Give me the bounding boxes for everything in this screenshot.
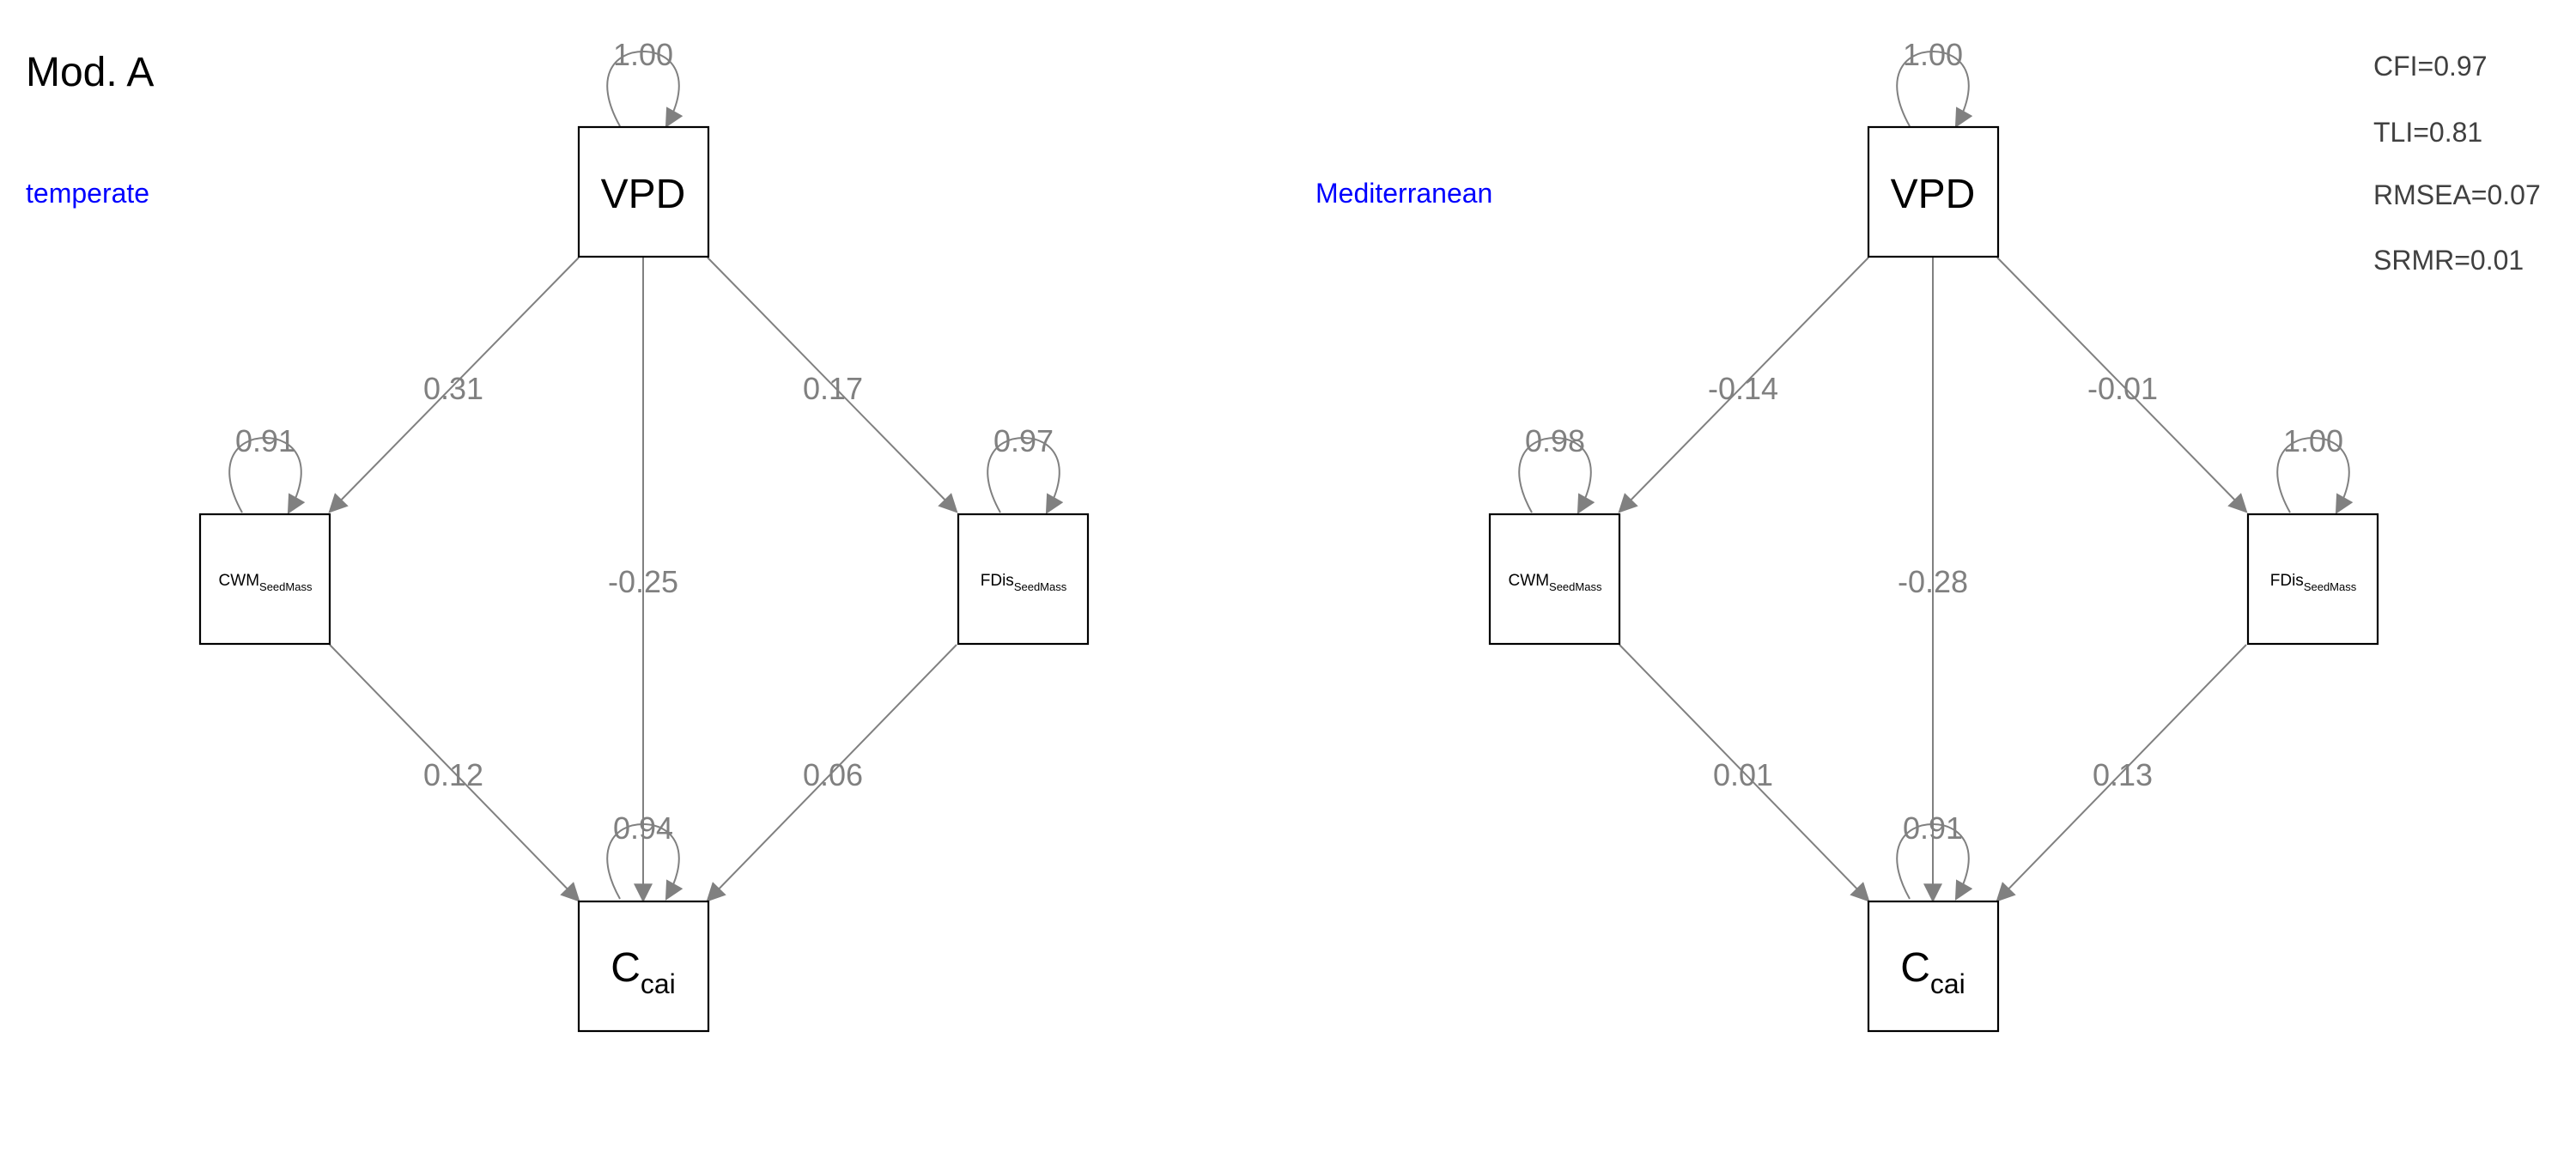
variance-loop-fdis bbox=[987, 436, 1064, 514]
path-label-vpd-cwm: 0.31 bbox=[423, 371, 483, 406]
variance-loop-cwm bbox=[228, 436, 306, 514]
path-arrow-vpd-cwm bbox=[1618, 257, 1869, 513]
fit-index-srmr: SRMR=0.01 bbox=[2373, 245, 2524, 276]
panel-mediterranean: Mediterranean VPD CWMSeedMass FDisSeedMa… bbox=[1315, 37, 2379, 1033]
variance-label-fdis: 1.00 bbox=[2283, 423, 2343, 458]
path-label-vpd-ccai: -0.28 bbox=[1898, 564, 1968, 599]
variance-loop-vpd bbox=[1896, 50, 1973, 128]
node-vpd-label: VPD bbox=[601, 172, 686, 217]
node-fdis: FDisSeedMass bbox=[2246, 513, 2379, 646]
node-vpd: VPD bbox=[1867, 125, 2000, 258]
node-cwm: CWMSeedMass bbox=[198, 513, 331, 646]
panel-temperate: temperate VPD CWMSeedMass FDisSeedMass C… bbox=[26, 37, 1090, 1033]
variance-loop-vpd bbox=[606, 50, 683, 128]
path-label-vpd-fdis: 0.17 bbox=[803, 371, 863, 406]
path-arrow-fdis-ccai bbox=[1996, 644, 2247, 902]
node-cwm-label: CWMSeedMass bbox=[219, 572, 313, 593]
variance-label-ccai: 0.94 bbox=[613, 810, 673, 846]
variance-loop-ccai bbox=[606, 822, 683, 901]
fit-index-cfi: CFI=0.97 bbox=[2373, 51, 2488, 82]
node-cwm: CWMSeedMass bbox=[1488, 513, 1621, 646]
path-arrow-cwm-ccai bbox=[329, 644, 580, 902]
group-label: temperate bbox=[26, 178, 149, 209]
path-label-cwm-ccai: 0.12 bbox=[423, 757, 483, 792]
node-ccai: Ccai bbox=[1867, 900, 2000, 1033]
fit-indices: CFI=0.97 TLI=0.81 RMSEA=0.07 SRMR=0.01 bbox=[2373, 51, 2541, 276]
path-label-cwm-ccai: 0.01 bbox=[1713, 757, 1773, 792]
variance-label-vpd: 1.00 bbox=[613, 37, 673, 72]
path-label-fdis-ccai: 0.06 bbox=[803, 757, 863, 792]
fit-index-tli: TLI=0.81 bbox=[2373, 117, 2482, 148]
variance-loop-fdis bbox=[2276, 436, 2354, 514]
node-fdis-label: FDisSeedMass bbox=[981, 572, 1067, 593]
variance-loop-ccai bbox=[1896, 822, 1973, 901]
variance-loop-cwm bbox=[1518, 436, 1595, 514]
node-ccai: Ccai bbox=[577, 900, 710, 1033]
fit-index-rmsea: RMSEA=0.07 bbox=[2373, 179, 2541, 210]
node-fdis-label: FDisSeedMass bbox=[2270, 572, 2357, 593]
path-label-fdis-ccai: 0.13 bbox=[2093, 757, 2153, 792]
path-arrow-vpd-cwm bbox=[328, 257, 580, 513]
path-label-vpd-fdis: -0.01 bbox=[2087, 371, 2158, 406]
path-label-vpd-ccai: -0.25 bbox=[608, 564, 678, 599]
variance-label-fdis: 0.97 bbox=[993, 423, 1054, 458]
path-arrow-fdis-ccai bbox=[706, 644, 957, 902]
node-vpd: VPD bbox=[577, 125, 710, 258]
group-label: Mediterranean bbox=[1315, 178, 1492, 209]
node-vpd-label: VPD bbox=[1891, 172, 1976, 217]
variance-label-cwm: 0.91 bbox=[235, 423, 295, 458]
path-arrow-cwm-ccai bbox=[1619, 644, 1870, 902]
variance-label-vpd: 1.00 bbox=[1903, 37, 1963, 72]
node-cwm-label: CWMSeedMass bbox=[1509, 572, 1602, 593]
node-ccai-label: Ccai bbox=[1900, 945, 1965, 999]
model-title: Mod. A bbox=[26, 50, 154, 95]
node-ccai-label: Ccai bbox=[611, 945, 676, 999]
path-arrow-vpd-fdis bbox=[707, 257, 958, 513]
variance-label-cwm: 0.98 bbox=[1525, 423, 1585, 458]
variance-label-ccai: 0.91 bbox=[1903, 810, 1963, 846]
node-fdis: FDisSeedMass bbox=[957, 513, 1090, 646]
path-label-vpd-cwm: -0.14 bbox=[1708, 371, 1778, 406]
path-arrow-vpd-fdis bbox=[1996, 257, 2248, 513]
